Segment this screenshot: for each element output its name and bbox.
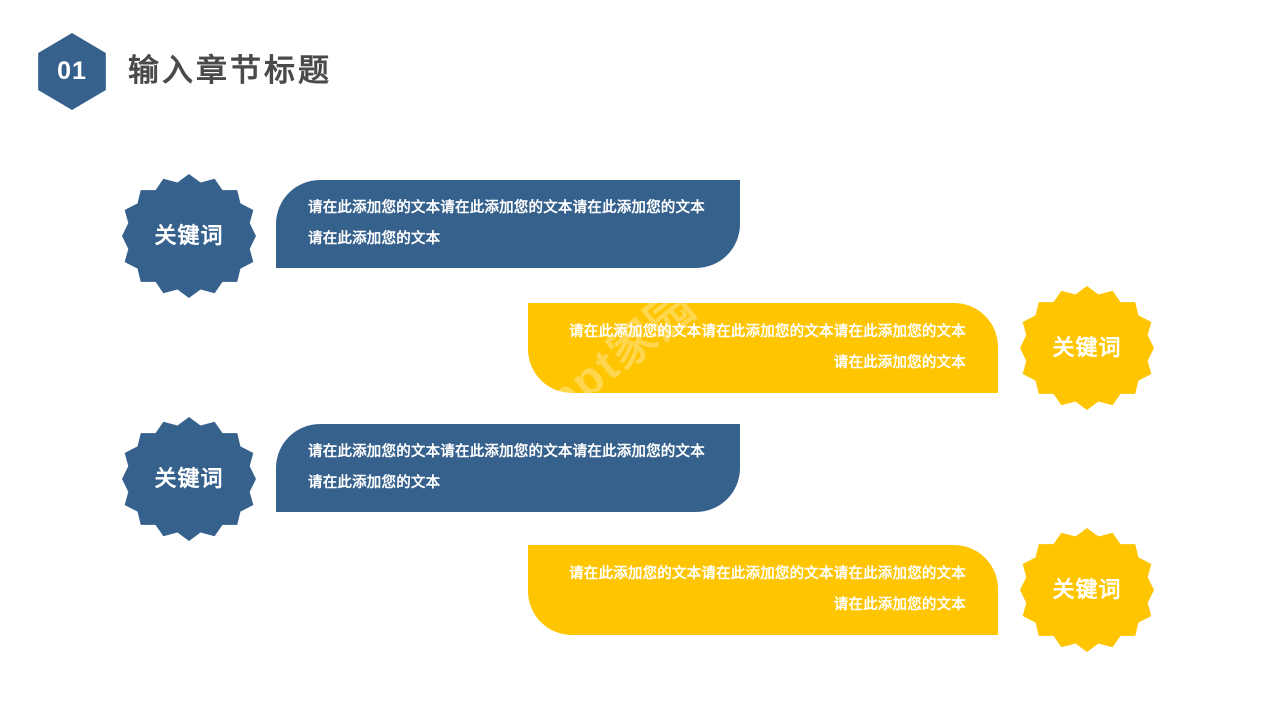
keyword-badge-label: 关键词 <box>1052 335 1122 360</box>
keyword-badge-label: 关键词 <box>154 466 224 491</box>
keyword-badge[interactable]: 关键词 <box>122 174 256 298</box>
content-panel: 请在此添加您的文本请在此添加您的文本请在此添加您的文本请在此添加您的文本 <box>528 545 998 635</box>
slide-header: 01 输入章节标题 <box>0 0 1280 140</box>
page-title: 输入章节标题 <box>128 53 332 88</box>
section-number-label: 01 <box>57 57 87 85</box>
content-panel-text: 请在此添加您的文本请在此添加您的文本请在此添加您的文本请在此添加您的文本 <box>569 566 966 613</box>
content-panel-text: 请在此添加您的文本请在此添加您的文本请在此添加您的文本请在此添加您的文本 <box>308 444 705 491</box>
content-row: 关键词 请在此添加您的文本请在此添加您的文本请在此添加您的文本请在此添加您的文本 <box>0 170 1280 305</box>
content-row: 请在此添加您的文本请在此添加您的文本请在此添加您的文本请在此添加您的文本 关键词 <box>0 523 1280 658</box>
starburst-icon <box>1020 286 1154 410</box>
content-row: 请在此添加您的文本请在此添加您的文本请在此添加您的文本请在此添加您的文本 关键词 <box>0 286 1280 421</box>
starburst-icon <box>122 174 256 298</box>
content-panel-text: 请在此添加您的文本请在此添加您的文本请在此添加您的文本请在此添加您的文本 <box>308 200 705 247</box>
keyword-badge-label: 关键词 <box>154 223 224 248</box>
section-number-badge: 01 <box>36 33 108 110</box>
content-panel: 请在此添加您的文本请在此添加您的文本请在此添加您的文本请在此添加您的文本 <box>276 180 740 268</box>
starburst-icon <box>1020 528 1154 652</box>
keyword-badge[interactable]: 关键词 <box>1020 528 1154 652</box>
keyword-badge-label: 关键词 <box>1052 577 1122 602</box>
starburst-icon <box>122 417 256 541</box>
content-row: 关键词 请在此添加您的文本请在此添加您的文本请在此添加您的文本请在此添加您的文本 <box>0 406 1280 541</box>
keyword-badge[interactable]: 关键词 <box>1020 286 1154 410</box>
content-panel-text: 请在此添加您的文本请在此添加您的文本请在此添加您的文本请在此添加您的文本 <box>569 324 966 371</box>
keyword-badge[interactable]: 关键词 <box>122 417 256 541</box>
content-panel: 请在此添加您的文本请在此添加您的文本请在此添加您的文本请在此添加您的文本 <box>528 303 998 393</box>
content-panel: 请在此添加您的文本请在此添加您的文本请在此添加您的文本请在此添加您的文本 <box>276 424 740 512</box>
